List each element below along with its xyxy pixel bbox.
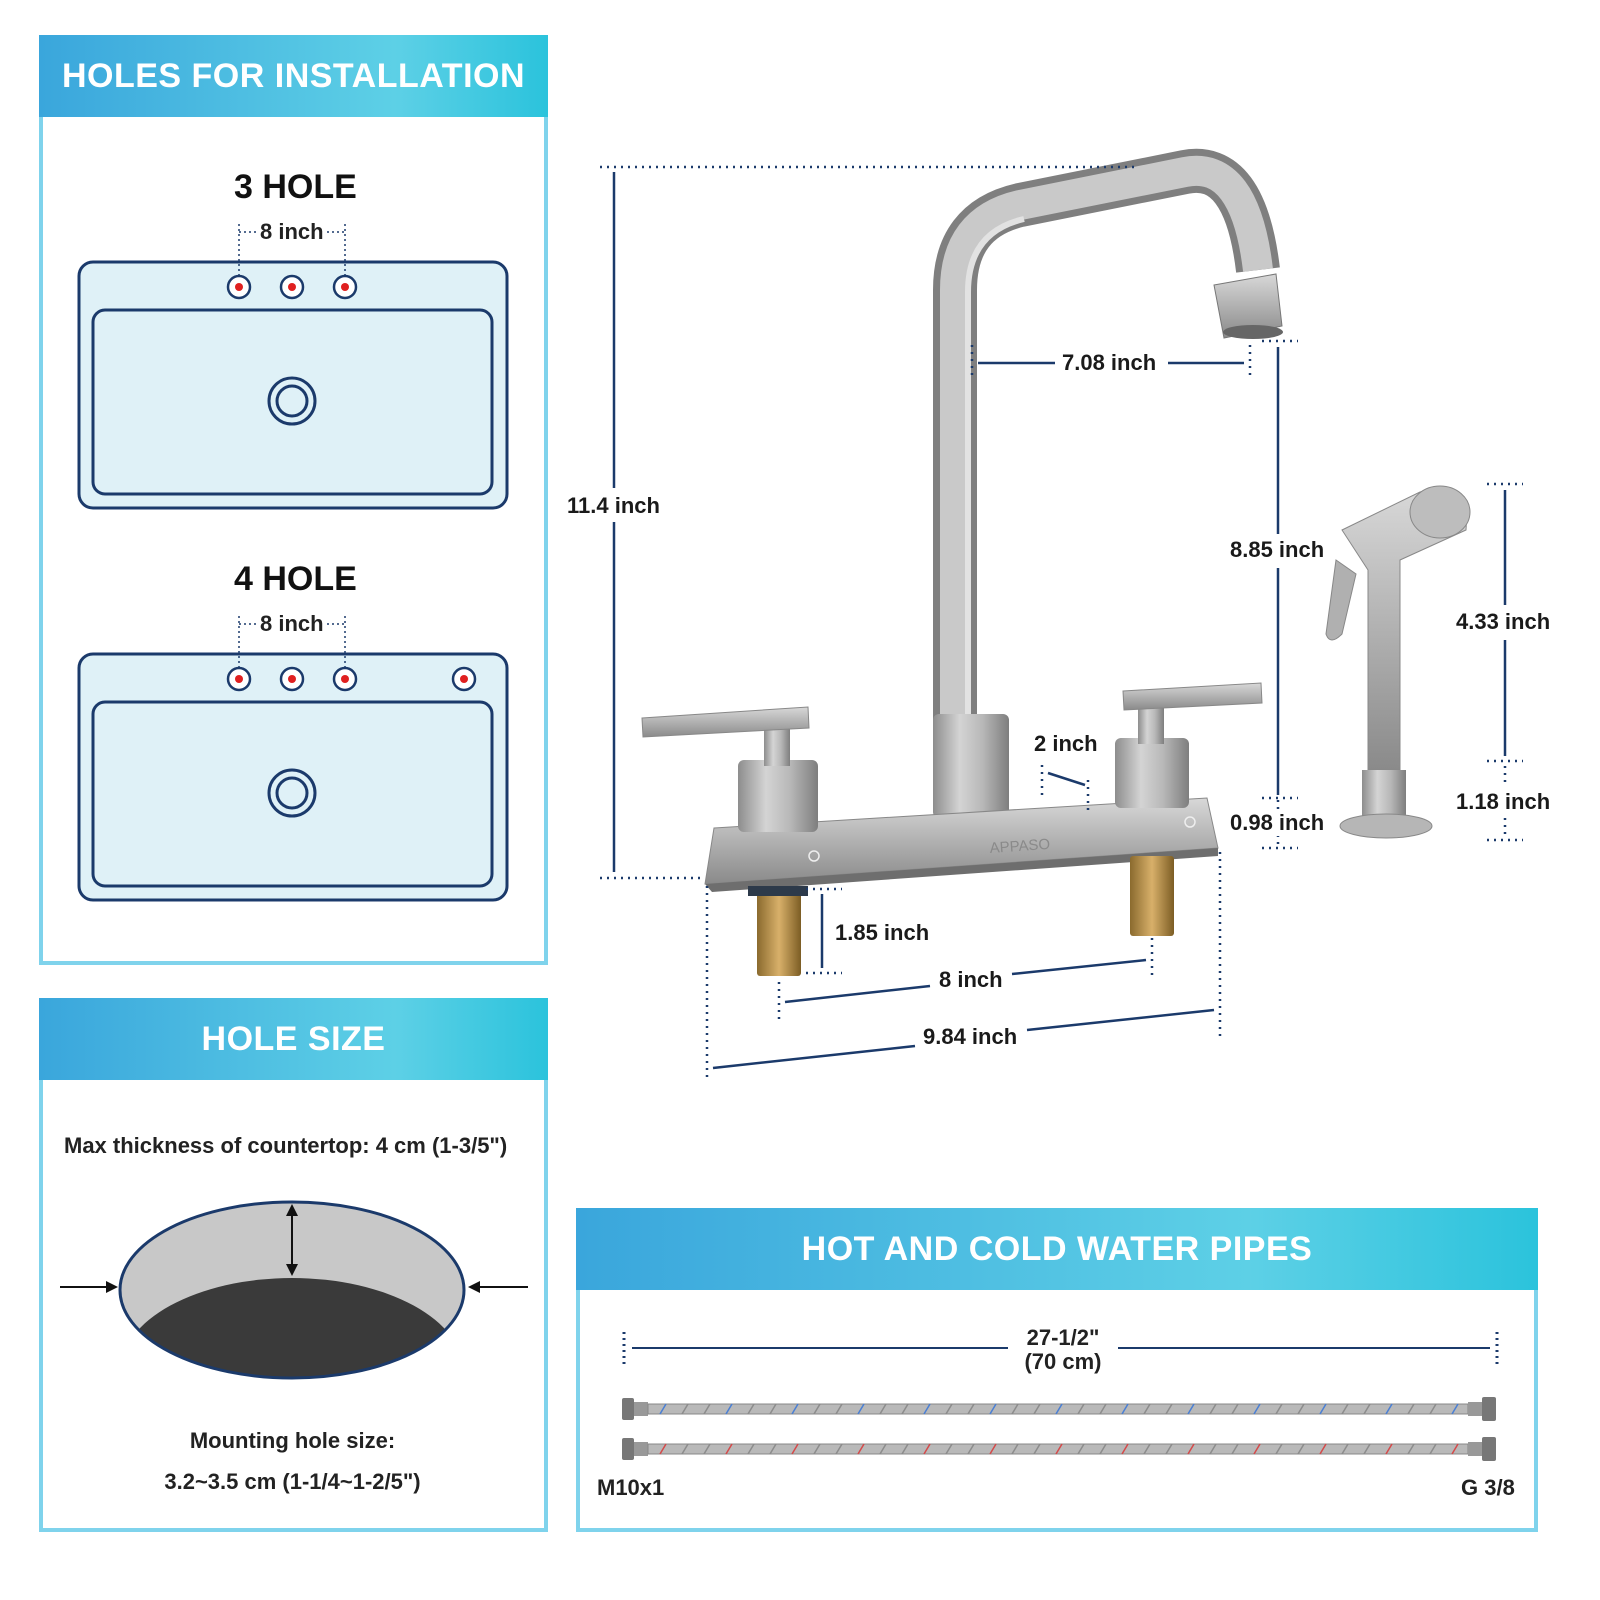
three-hole-sink: [77, 224, 509, 510]
sprayer-height-dimension: 4.33 inch: [1452, 609, 1555, 635]
pipe-length-metric: (70 cm): [1024, 1349, 1102, 1374]
left-thread-label: M10x1: [597, 1475, 665, 1500]
four-hole-title: 4 HOLE: [234, 560, 357, 598]
mounting-value: 3.2~3.5 cm (1-1/4~1-2/5"): [164, 1469, 421, 1494]
handle-gap-dimension: 2 inch: [1030, 731, 1102, 757]
hole-size-header: HOLE SIZE: [39, 998, 548, 1080]
pipes-header: HOT AND COLD WATER PIPES: [576, 1208, 1538, 1290]
right-shank: [1130, 856, 1174, 936]
height-dimension: 11.4 inch: [563, 493, 664, 519]
pipe-length: 27-1/2": [1026, 1325, 1100, 1350]
side-sprayer: [1325, 485, 1471, 839]
pipes-panel: HOT AND COLD WATER PIPES: [576, 1208, 1538, 1532]
reach-dimension: 7.08 inch: [1058, 350, 1161, 376]
cold-icon: [1184, 816, 1196, 828]
hot-water-pipe: [622, 1437, 1496, 1461]
cold-water-pipe: [622, 1397, 1496, 1421]
left-shank: [757, 892, 801, 976]
installation-header: HOLES FOR INSTALLATION: [39, 35, 548, 117]
right-thread-label: G 3/8: [1461, 1475, 1515, 1500]
faucet-base: APPASO: [704, 797, 1219, 892]
three-hole-spacing: 8 inch: [260, 219, 324, 244]
spout: [933, 148, 1283, 818]
sprayer-base-dimension: 1.18 inch: [1452, 789, 1555, 815]
left-handle: [641, 706, 818, 832]
shank-dimension: 1.85 inch: [831, 920, 934, 946]
four-hole-sink: [77, 616, 509, 902]
base-width-dimension: 9.84 inch: [919, 1024, 1022, 1050]
mounting-label: Mounting hole size:: [189, 1428, 396, 1453]
center-spacing-dimension: 8 inch: [935, 967, 1007, 993]
right-handle: [1115, 682, 1263, 808]
hot-icon: [808, 850, 820, 862]
spout-gap-dimension: 0.98 inch: [1226, 810, 1329, 836]
four-hole-spacing: 8 inch: [260, 611, 324, 636]
max-thickness-text: Max thickness of countertop: 4 cm (1-3/5…: [64, 1133, 508, 1158]
three-hole-title: 3 HOLE: [234, 168, 357, 206]
spout-height-dimension: 8.85 inch: [1226, 537, 1329, 563]
brand-logo: APPASO: [989, 836, 1051, 857]
